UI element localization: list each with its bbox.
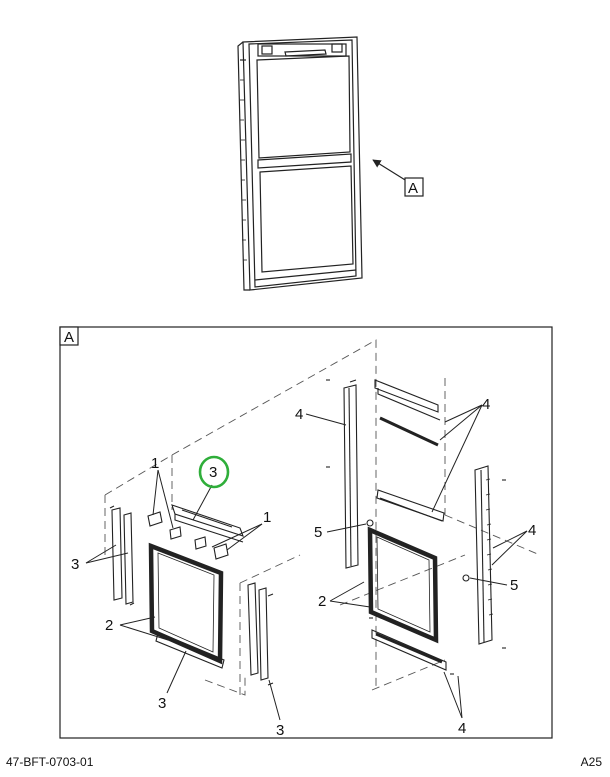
view-a-tag-label: A — [408, 180, 418, 197]
callout-3-bottom-mid: 3 — [158, 695, 166, 712]
right-assembly — [326, 379, 506, 675]
page-number: A25 — [580, 755, 602, 769]
view-a-leader — [372, 159, 411, 184]
callout-3-left: 3 — [71, 556, 79, 573]
callout-4-mid-right: 4 — [528, 522, 536, 539]
view-a-tag — [404, 177, 424, 197]
phantom-frame-outline — [104, 339, 541, 696]
detail-a-corner-tag — [59, 326, 79, 346]
callout-2-left: 2 — [105, 617, 113, 634]
left-assembly — [109, 504, 274, 686]
callout-3-bottom-right: 3 — [276, 722, 284, 739]
leader-lines — [85, 404, 528, 721]
callout-1-right: 1 — [263, 509, 271, 526]
callout-3-top: 3 — [209, 464, 217, 481]
callout-4-left: 4 — [295, 406, 303, 423]
callout-4-bottom: 4 — [458, 720, 466, 737]
detail-a-frame — [59, 326, 553, 739]
callout-5-right: 5 — [510, 577, 518, 594]
detail-a-corner-label: A — [64, 329, 74, 346]
assembled-frame — [237, 36, 363, 291]
highlight-circle — [198, 455, 230, 489]
callout-2-right: 2 — [318, 593, 326, 610]
drawing-number: 47-BFT-0703-01 — [6, 755, 94, 769]
callout-1-left: 1 — [151, 455, 159, 472]
callout-5-left: 5 — [314, 524, 322, 541]
callout-4-top-right: 4 — [482, 396, 490, 413]
